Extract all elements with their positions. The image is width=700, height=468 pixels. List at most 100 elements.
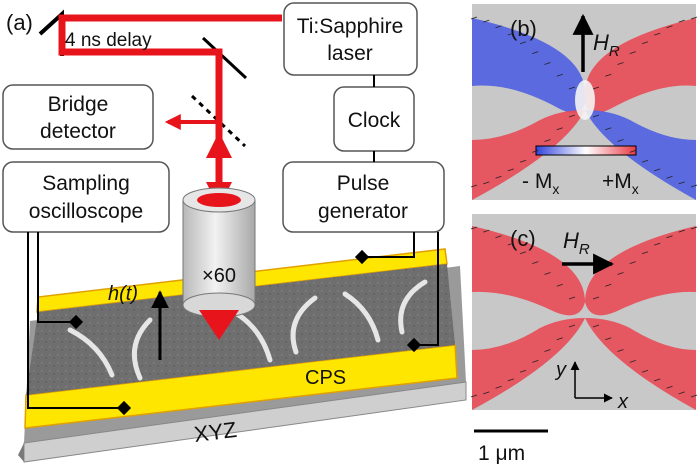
cps-label: CPS bbox=[305, 367, 346, 389]
magnetization-arrow-glyph bbox=[654, 168, 661, 172]
magnetization-arrow-glyph bbox=[532, 150, 539, 153]
hr-symbol-c: H bbox=[563, 228, 579, 253]
magnetization-arrow-glyph bbox=[495, 175, 502, 179]
plus-mx-text: +M bbox=[602, 170, 632, 193]
plus-mx-sub: x bbox=[632, 181, 639, 197]
magnetization-arrow-glyph bbox=[507, 168, 514, 172]
magnetization-arrow-glyph bbox=[556, 127, 563, 131]
magnetization-arrow-glyph bbox=[666, 235, 673, 239]
magnetization-arrow-glyph bbox=[507, 242, 514, 246]
mx-colorbar bbox=[535, 145, 637, 156]
magnetization-arrow-glyph bbox=[641, 251, 649, 255]
magnetization-arrow-glyph bbox=[470, 16, 478, 20]
magnetization-arrow-glyph bbox=[654, 378, 661, 382]
panel-label-a: (a) bbox=[6, 10, 33, 35]
magnetization-arrow-glyph bbox=[519, 159, 527, 163]
bridge-box-line1: Bridge bbox=[48, 93, 109, 116]
laser-box-line2: laser bbox=[327, 42, 373, 65]
magnetization-arrow-glyph bbox=[470, 394, 478, 398]
magnetization-arrow-glyph bbox=[568, 324, 576, 328]
magnetization-arrow-glyph bbox=[544, 349, 551, 352]
pulse-box-line2: generator bbox=[318, 200, 408, 223]
magnetization-arrow-glyph bbox=[507, 378, 514, 382]
hr-symbol-b: H bbox=[593, 30, 609, 55]
magnetization-arrow-glyph bbox=[568, 114, 576, 118]
hr-label-c: HR bbox=[563, 228, 590, 258]
plus-mx-label: +Mx bbox=[602, 170, 639, 197]
magnetization-arrow-glyph bbox=[654, 242, 661, 246]
magnetization-arrow-glyph bbox=[605, 337, 612, 341]
minus-mx-sub: x bbox=[552, 181, 559, 197]
magnetization-arrow-glyph bbox=[592, 86, 600, 90]
magnetization-arrow-glyph bbox=[483, 391, 490, 395]
pulse-generator-box: Pulse generator bbox=[282, 161, 445, 233]
magnetization-arrow-glyph bbox=[470, 184, 478, 188]
laser-box-line1: Ti:Sapphire bbox=[297, 15, 404, 38]
bridge-box-line2: detector bbox=[40, 120, 116, 143]
magnetization-arrow-glyph bbox=[483, 19, 490, 23]
magnetization-arrow-glyph bbox=[617, 62, 624, 65]
magnetization-arrow-glyph bbox=[678, 181, 685, 185]
magnetization-arrow-glyph bbox=[495, 25, 502, 29]
bridge-detector-box: Bridge detector bbox=[2, 84, 154, 150]
wiring bbox=[27, 232, 439, 409]
sampling-box-line1: Sampling bbox=[42, 172, 130, 195]
magnetization-arrow-glyph bbox=[544, 272, 551, 275]
laser-box: Ti:Sapphire laser bbox=[283, 2, 418, 76]
magnetization-arrow-glyph bbox=[666, 175, 673, 179]
magnetization-arrow-glyph bbox=[544, 62, 551, 65]
magnetization-arrow-glyph bbox=[592, 114, 600, 118]
magnetization-arrow-glyph bbox=[568, 296, 576, 300]
magnetization-arrow-glyph bbox=[556, 73, 563, 77]
magnetization-arrow-glyph bbox=[483, 229, 490, 233]
objective-label: ×60 bbox=[202, 265, 236, 287]
minus-mx-text: - M bbox=[522, 170, 552, 193]
stage-label: XYZ bbox=[193, 417, 239, 447]
magnetization-arrow-glyph bbox=[678, 19, 685, 23]
sampling-oscilloscope-box: Sampling oscilloscope bbox=[2, 161, 170, 233]
x-axis-label: x bbox=[617, 391, 629, 413]
magnetization-arrow-glyph bbox=[617, 272, 624, 275]
magnetization-arrow-glyph bbox=[678, 391, 685, 395]
magnetization-arrow-glyph bbox=[605, 73, 612, 77]
field-label: h(t) bbox=[108, 283, 138, 305]
magnetization-arrow-glyph bbox=[690, 394, 698, 398]
magnetization-arrow-glyph bbox=[690, 16, 698, 20]
magnetization-arrow-glyph bbox=[641, 41, 649, 45]
magnetization-arrow-glyph bbox=[556, 337, 563, 341]
magnetization-arrow-glyph bbox=[592, 324, 600, 328]
delay-label: 4 ns delay bbox=[65, 30, 152, 51]
magnetization-arrow-glyph bbox=[532, 51, 539, 54]
magnetization-arrow-glyph bbox=[666, 385, 673, 389]
magnetization-arrow-glyph bbox=[617, 349, 624, 352]
magnetization-arrow-glyph bbox=[641, 159, 649, 163]
magnetization-arrow-glyph bbox=[678, 229, 685, 233]
magnetization-arrow-glyph bbox=[641, 369, 649, 373]
magnetization-arrow-glyph bbox=[532, 360, 539, 363]
beam-splitter-icon bbox=[190, 94, 247, 148]
magnetization-arrow-glyph bbox=[654, 32, 661, 36]
minus-mx-label: - Mx bbox=[522, 170, 559, 197]
hr-sub-b: R bbox=[609, 43, 620, 60]
clock-box: Clock bbox=[333, 86, 415, 152]
magnetization-arrow-glyph bbox=[690, 226, 698, 230]
panel-label-c: (c) bbox=[510, 226, 536, 251]
magnetization-arrows-c bbox=[470, 226, 698, 398]
magnetization-arrow-glyph bbox=[470, 226, 478, 230]
panel-label-b: (b) bbox=[510, 16, 537, 41]
mirror-icon-right bbox=[201, 36, 248, 80]
magnetization-arrow-glyph bbox=[592, 296, 600, 300]
scale-bar-label: 1 μm bbox=[478, 442, 525, 465]
magnetization-arrow-glyph bbox=[629, 261, 636, 264]
magnetization-arrow-glyph bbox=[519, 251, 527, 255]
magnetization-arrow-glyph bbox=[519, 41, 527, 45]
pulse-box-line1: Pulse bbox=[337, 172, 390, 195]
magnetization-arrow-glyph bbox=[568, 86, 576, 90]
hr-sub-c: R bbox=[579, 241, 590, 258]
objective-lens bbox=[182, 187, 256, 340]
magnetization-arrow-glyph bbox=[519, 369, 527, 373]
magnetization-arrow-glyph bbox=[617, 139, 624, 142]
magnetization-arrow-glyph bbox=[690, 184, 698, 188]
magnetization-arrow-glyph bbox=[666, 25, 673, 29]
magnetization-arrows-b bbox=[470, 16, 698, 188]
